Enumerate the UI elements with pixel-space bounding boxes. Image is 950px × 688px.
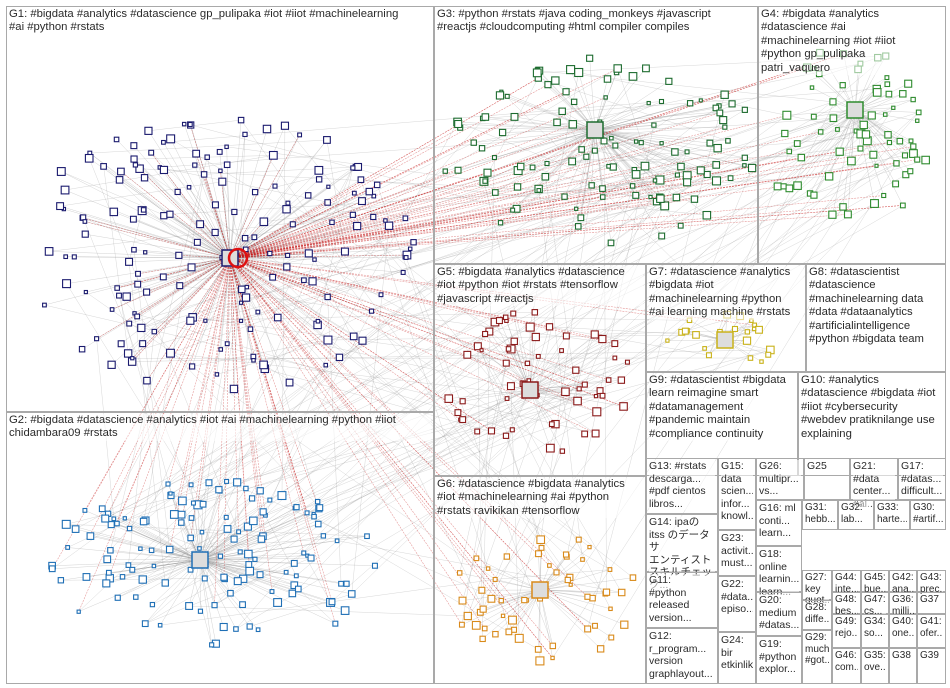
group-g49: G49: rejo... — [832, 614, 861, 648]
group-g46: G46: com... — [832, 648, 861, 684]
group-g8: G8: #datascientist #datascience #machine… — [806, 264, 946, 372]
group-g44: G44: inte... — [832, 570, 861, 592]
group-g49-label: G49: rejo... — [835, 616, 858, 639]
group-g18: G18: online learnin... learn... — [756, 546, 802, 592]
group-g47: G47: cs... — [861, 592, 889, 614]
group-g10-label: G10: #analytics #datascience #bigdata #i… — [801, 374, 943, 441]
group-g19-label: G19: #python explor... — [759, 638, 799, 676]
group-g21: G21: #data center... #ai... — [850, 458, 898, 500]
group-g27: G27: key quot... — [802, 570, 832, 600]
group-g1-label: G1: #bigdata #analytics #datascience gp_… — [9, 8, 431, 35]
group-g4: G4: #bigdata #analytics #datascience #ai… — [758, 6, 946, 264]
group-g35-label: G35: ove... — [864, 650, 886, 673]
group-g15: G15: data scien... infor... knowl... — [718, 458, 756, 530]
group-g6-label: G6: #datascience #bigdata #analytics #io… — [437, 478, 643, 518]
group-g34-label: G34: so... — [864, 616, 886, 639]
group-g15-label: G15: data scien... infor... knowl... — [721, 460, 753, 523]
group-g31-label: G31: hebb... — [805, 502, 835, 525]
group-g28-label: G28: diffe... — [805, 602, 829, 625]
group-g45: G45: bue... — [861, 570, 889, 592]
group-g33: G33: harte... — [874, 500, 910, 530]
group-g14: G14: ipaの itss のデータサ エンティスト スキルチェック... — [646, 514, 718, 572]
group-g5: G5: #bigdata #analytics #datascience #io… — [434, 264, 646, 476]
group-g24: G24: bir etkinlik — [718, 632, 756, 684]
group-g41-label: G41: ofer... — [920, 616, 943, 639]
group-g11: G11: #python released version... — [646, 572, 718, 628]
group-g3: G3: #python #rstats #java coding_monkeys… — [434, 6, 758, 264]
group-g29: G29: much #got... — [802, 630, 832, 684]
group-g5-label: G5: #bigdata #analytics #datascience #io… — [437, 266, 643, 306]
group-g37: G37 — [917, 592, 946, 614]
group-g3-label: G3: #python #rstats #java coding_monkeys… — [437, 8, 755, 35]
group-g12: G12: r_program... version graphlayout... — [646, 628, 718, 684]
group-g26-label: G26: multipr... vs... — [759, 460, 801, 498]
group-g38: G38 — [889, 648, 917, 684]
group-g40-label: G40: one... — [892, 616, 914, 639]
group-g11-label: G11: #python released version... — [649, 574, 715, 624]
group-g35: G35: ove... — [861, 648, 889, 684]
group-g43: G43: prec... — [917, 570, 946, 592]
group-g22-label: G22: #data... episo... — [721, 578, 753, 616]
group-g36: G36: milli... — [889, 592, 917, 614]
group-g30: G30: #artif... — [910, 500, 946, 530]
group-g4-label: G4: #bigdata #analytics #datascience #ai… — [761, 8, 943, 75]
group-g48: G48: bes... — [832, 592, 861, 614]
group-g29-label: G29: much #got... — [805, 632, 829, 667]
group-g32: G32: lab... — [838, 500, 874, 530]
group-g40: G40: one... — [889, 614, 917, 648]
group-g2: G2: #bigdata #datascience #analytics #io… — [6, 412, 434, 684]
group-g30-label: G30: #artif... — [913, 502, 943, 525]
group-g16: G16: ml conti... learn... — [756, 500, 802, 546]
group-g46-label: G46: com... — [835, 650, 858, 673]
group-g23-label: G23: activit... must... — [721, 532, 753, 570]
group-g24-label: G24: bir etkinlik — [721, 634, 753, 672]
group-g17: G17: #datas... difficult... — [898, 458, 946, 500]
group-g34: G34: so... — [861, 614, 889, 648]
group-g39: G39 — [917, 648, 946, 684]
group-g25-label: G25 — [807, 460, 847, 473]
group-g1: G1: #bigdata #analytics #datascience gp_… — [6, 6, 434, 412]
group-g13-label: G13: #rstats descarga... #pdf cientos li… — [649, 460, 715, 510]
group-g13: G13: #rstats descarga... #pdf cientos li… — [646, 458, 718, 514]
group-g9-label: G9: #datascientist #bigdata learn reimag… — [649, 374, 795, 441]
group-g42: G42: ana... — [889, 570, 917, 592]
group-g20-label: G20: medium #datas... — [759, 594, 799, 632]
group-g16-label: G16: ml conti... learn... — [759, 502, 799, 540]
group-g6: G6: #datascience #bigdata #analytics #io… — [434, 476, 646, 684]
group-g19: G19: #python explor... — [756, 636, 802, 684]
group-g23: G23: activit... must... — [718, 530, 756, 576]
group-g18-label: G18: online learnin... learn... — [759, 548, 799, 598]
group-g17-label: G17: #datas... difficult... — [901, 460, 943, 498]
group-g25: G25 — [804, 458, 850, 500]
group-g31: G31: hebb... — [802, 500, 838, 530]
group-g37-label: G37 — [920, 594, 943, 606]
group-g33-label: G33: harte... — [877, 502, 907, 525]
group-g28: G28: diffe... — [802, 600, 832, 630]
group-g20: G20: medium #datas... — [756, 592, 802, 636]
group-g41: G41: ofer... — [917, 614, 946, 648]
group-g39-label: G39 — [920, 650, 943, 662]
group-g32-label: G32: lab... — [841, 502, 871, 525]
group-g7: G7: #datascience #analytics #bigdata #io… — [646, 264, 806, 372]
group-g26: G26: multipr... vs... — [756, 458, 804, 500]
group-g7-label: G7: #datascience #analytics #bigdata #io… — [649, 266, 803, 320]
group-g12-label: G12: r_program... version graphlayout... — [649, 630, 715, 680]
group-g8-label: G8: #datascientist #datascience #machine… — [809, 266, 943, 346]
group-g38-label: G38 — [892, 650, 914, 662]
group-g2-label: G2: #bigdata #datascience #analytics #io… — [9, 414, 431, 441]
group-g22: G22: #data... episo... — [718, 576, 756, 632]
